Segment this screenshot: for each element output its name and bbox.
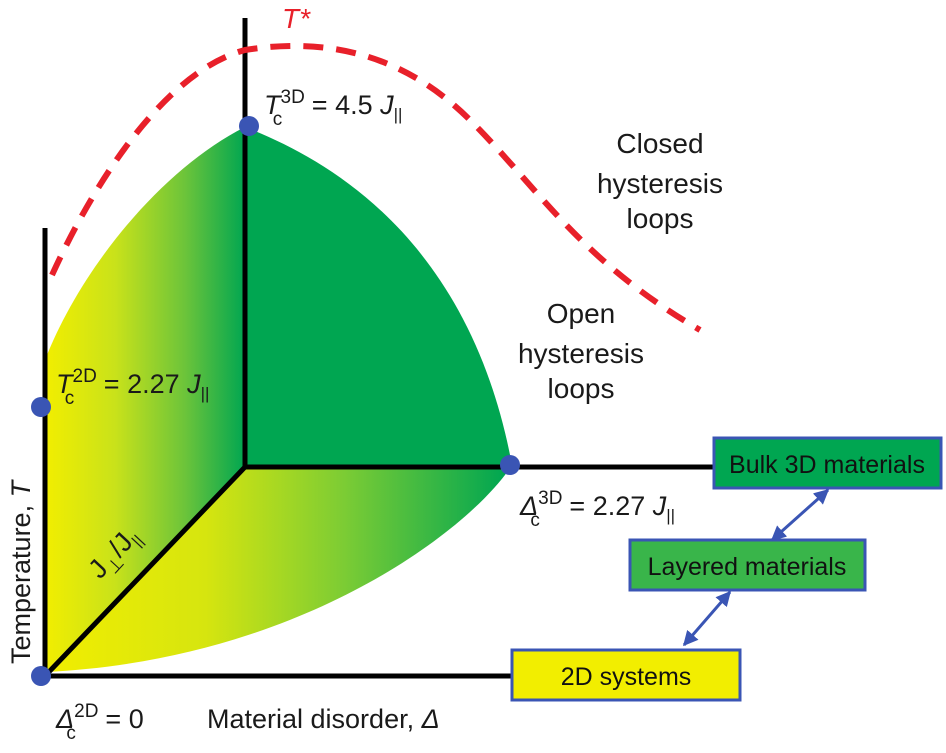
y-axis-title: Temperature, T [6,478,36,664]
x-axis-title: Material disorder, Δ [207,704,440,734]
critical-point-3d-temperature [239,116,259,136]
bulk-3d-box: Bulk 3D materials [712,436,943,490]
open-loops-label: Open hysteresis loops [518,298,644,404]
critical-point-2d-temperature [31,397,51,417]
svg-text:Bulk 3D materials: Bulk 3D materials [729,451,925,479]
svg-text:loops: loops [627,203,694,234]
layered-materials-box: Layered materials [628,538,867,592]
svg-text:Layered materials: Layered materials [648,553,847,581]
2d-systems-box: 2D systems [510,648,742,702]
t-star-label: T* [282,3,311,34]
t-star-curve [49,43,702,333]
svg-text:hysteresis: hysteresis [597,168,723,199]
arrow-layered-to-2d [682,590,732,647]
critical-point-3d-disorder [500,455,520,475]
origin-point [31,666,51,686]
svg-text:Closed: Closed [616,128,703,159]
ordered-region-left-face [45,127,245,672]
svg-text:hysteresis: hysteresis [518,338,644,369]
arrow-layered-to-bulk [770,488,830,542]
closed-loops-label: Closed hysteresis loops [597,128,723,234]
diagonal-axis [43,465,247,678]
svg-text:loops: loops [548,373,615,404]
ordered-region-back-face [245,127,512,467]
svg-text:Open: Open [547,298,616,329]
svg-text:2D systems: 2D systems [561,663,692,691]
ordered-region-bottom-face [45,465,512,672]
